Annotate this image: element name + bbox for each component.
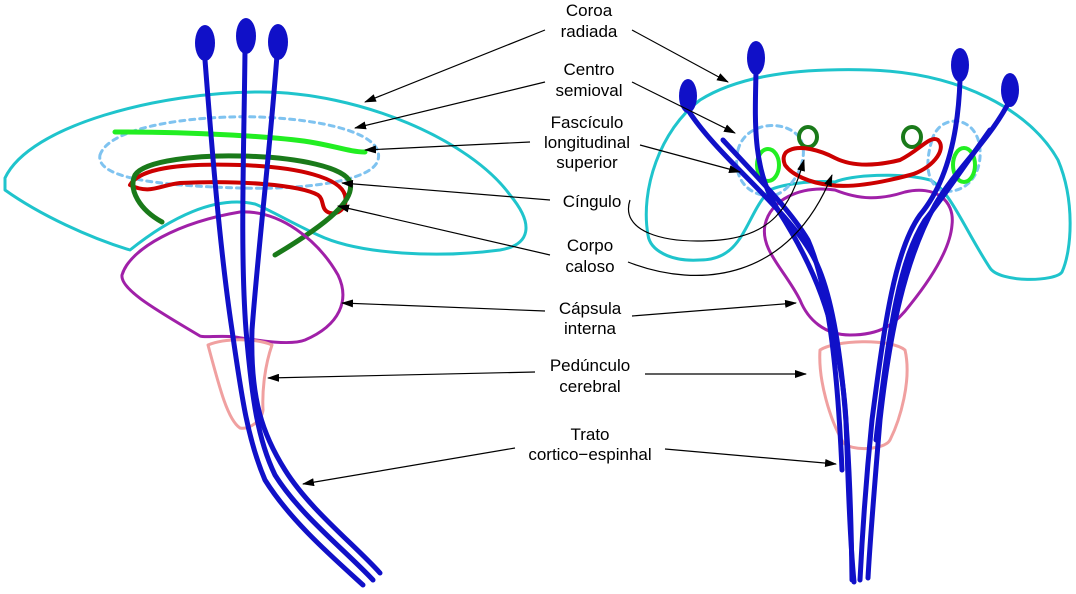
arrow-corona-left (364, 29, 546, 103)
corona-radiata-outline-right (644, 68, 1072, 281)
internal-capsule-right (762, 187, 954, 337)
corona-radiata-outline-left (3, 90, 528, 256)
labels: Coroa radiada Centro semioval Fascículo … (528, 1, 651, 464)
cingulum-left (130, 153, 354, 258)
label-peduncle-line2: cerebral (559, 377, 620, 396)
arrow-cingulum-right (627, 159, 805, 242)
label-corona-line2: radiada (561, 22, 618, 41)
arrow-tract-right (664, 448, 837, 468)
label-fasciculus-line2: longitudinal (544, 133, 630, 152)
cortical-neuron-body-left-3 (268, 24, 288, 60)
label-corpus-line2: caloso (565, 257, 614, 276)
arrow-cingulum-left (341, 179, 551, 201)
label-fasciculus-line1: Fascículo (551, 113, 624, 132)
arrow-corpus-right (627, 174, 833, 276)
coronal-view (644, 41, 1072, 585)
label-peduncle-line1: Pedúnculo (550, 356, 630, 375)
arrow-centrum-right (631, 81, 736, 134)
superior-longitudinal-fasciculus-left (112, 129, 368, 155)
label-capsule-line1: Cápsula (559, 299, 622, 318)
cortical-neuron-body-right-1 (679, 79, 697, 113)
superior-longitudinal-fasciculus-right-a (755, 147, 781, 183)
arrow-corona-right (631, 29, 729, 83)
cortical-neuron-body-right-2 (747, 41, 765, 75)
cingulum-right-b (901, 125, 923, 149)
arrow-centrum-left (354, 81, 546, 130)
label-fasciculus-line3: superior (556, 153, 618, 172)
cortical-neuron-body-left-1 (195, 25, 215, 61)
leader-arrows (267, 29, 837, 487)
corticospinal-tract-right (679, 41, 1019, 585)
cingulum-right-a (797, 125, 819, 149)
label-centrum-line1: Centro (563, 60, 614, 79)
arrow-peduncle-left (267, 371, 536, 382)
cortical-neuron-body-left-2 (236, 18, 256, 54)
label-capsule-line2: interna (564, 319, 617, 338)
centrum-semiovale-outline-left (98, 115, 381, 190)
arrow-capsule-right (631, 299, 797, 317)
label-cingulum: Cíngulo (563, 192, 622, 211)
superior-longitudinal-fasciculus-right-b (951, 146, 977, 184)
arrow-tract-left (302, 447, 516, 487)
cerebral-peduncle-right (818, 340, 909, 450)
label-corona-line1: Coroa (566, 1, 613, 20)
arrow-fasciculus-left (364, 141, 531, 154)
arrow-corpus-left (337, 204, 551, 256)
label-tract-line2: cortico−espinhal (528, 445, 651, 464)
corpus-callosum-left (128, 162, 348, 216)
label-corpus-line1: Corpo (567, 236, 613, 255)
sagittal-view (3, 18, 528, 588)
arrow-fasciculus-right (639, 144, 741, 173)
cortical-neuron-body-right-4 (1001, 73, 1019, 107)
corpus-callosum-right (781, 137, 943, 188)
corticospinal-tract-left (195, 18, 383, 588)
cortical-neuron-body-right-3 (951, 48, 969, 82)
label-tract-line1: Trato (570, 425, 609, 444)
arrow-capsule-left (341, 299, 546, 312)
centrum-semiovale-outline-right-a (735, 124, 805, 198)
label-centrum-line2: semioval (555, 81, 622, 100)
